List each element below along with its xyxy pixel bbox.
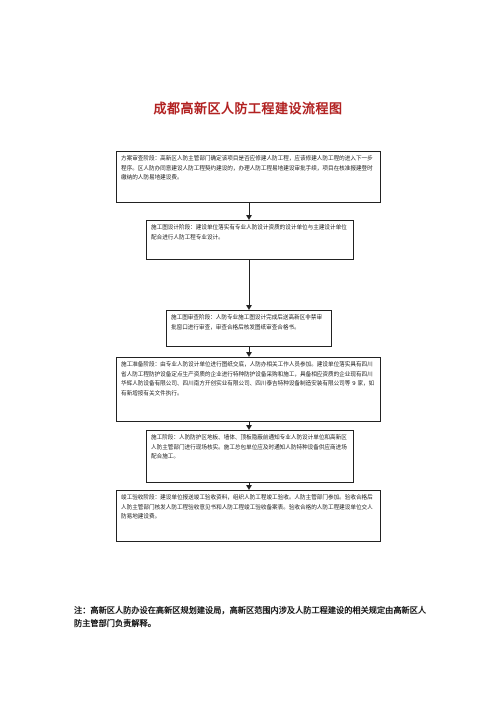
step-text: 竣工验收阶段：建设单位报送竣工验收资料，组织人防工程竣工验收。人防主管部门参加。… [121,495,373,521]
footnote: 注：高新区人防办设在高新区规划建设局，高新区范围内涉及人防工程建设的相关规定由高… [74,605,427,628]
connector-line [249,483,250,485]
arrow-down-icon [246,215,252,220]
arrow-down-icon [246,485,252,490]
step-drawing-review: 施工图审查阶段：人防专业施工图设计完成后送高新区非禁审批窗口进行审查，审查合格后… [166,310,332,347]
connector-line [249,347,250,352]
connector-line [249,203,250,215]
step-text: 施工阶段：人防防护区地板、墙体、顶板隐蔽前通知专业人防设计单位和高新区人防主管部… [151,435,347,461]
page-title: 成都高新区人防工程建设流程图 [153,102,343,117]
step-completion-acceptance: 竣工验收阶段：建设单位报送竣工验收资料，组织人防工程竣工验收。人防主管部门参加。… [116,490,381,542]
step-text: 施工图审查阶段：人防专业施工图设计完成后送高新区非禁审批窗口进行审查，审查合格后… [171,315,323,331]
step-text: 方案审查阶段：高新区人防主管部门确定该项目是否应修建人防工程，应该修建人防工程的… [121,156,373,182]
step-construction-drawing-design: 施工图设计阶段：建设单位落实有专业人防设计资质的设计单位与主建设计单位配合进行人… [146,220,354,260]
arrow-down-icon [246,352,252,357]
step-construction-preparation: 施工准备阶段：由专业人防设计单位进行图纸交底，人防办相关工作人员参加。建设单位落… [116,357,381,422]
step-text: 施工准备阶段：由专业人防设计单位进行图纸交底，人防办相关工作人员参加。建设单位落… [121,362,375,397]
connector-line [249,260,250,305]
arrow-down-icon [246,425,252,430]
step-text: 施工图设计阶段：建设单位落实有专业人防设计资质的设计单位与主建设计单位配合进行人… [151,225,347,241]
step-scheme-review: 方案审查阶段：高新区人防主管部门确定该项目是否应修建人防工程，应该修建人防工程的… [116,151,381,203]
arrow-down-icon [246,305,252,310]
connector-line [249,422,250,425]
step-construction: 施工阶段：人防防护区地板、墙体、顶板隐蔽前通知专业人防设计单位和高新区人防主管部… [146,430,354,483]
